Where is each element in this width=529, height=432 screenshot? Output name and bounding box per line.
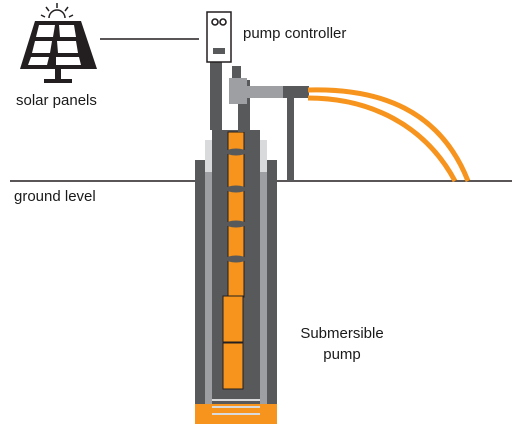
submersible-pump-body: [212, 295, 260, 415]
submersible-pump-label: Submersible pump: [300, 325, 384, 363]
solar-panels-label: solar panels: [16, 92, 97, 109]
wellhead-pipe: [210, 62, 309, 181]
pump-controller-label: pump controller: [243, 25, 347, 42]
controller-box-icon: [206, 11, 232, 63]
ground-level-label: ground level: [14, 188, 96, 205]
solar-panel-icon: [20, 21, 97, 83]
sun-icon: [40, 3, 74, 19]
drop-pipe: [226, 131, 246, 298]
discharge-hose: [307, 87, 471, 183]
